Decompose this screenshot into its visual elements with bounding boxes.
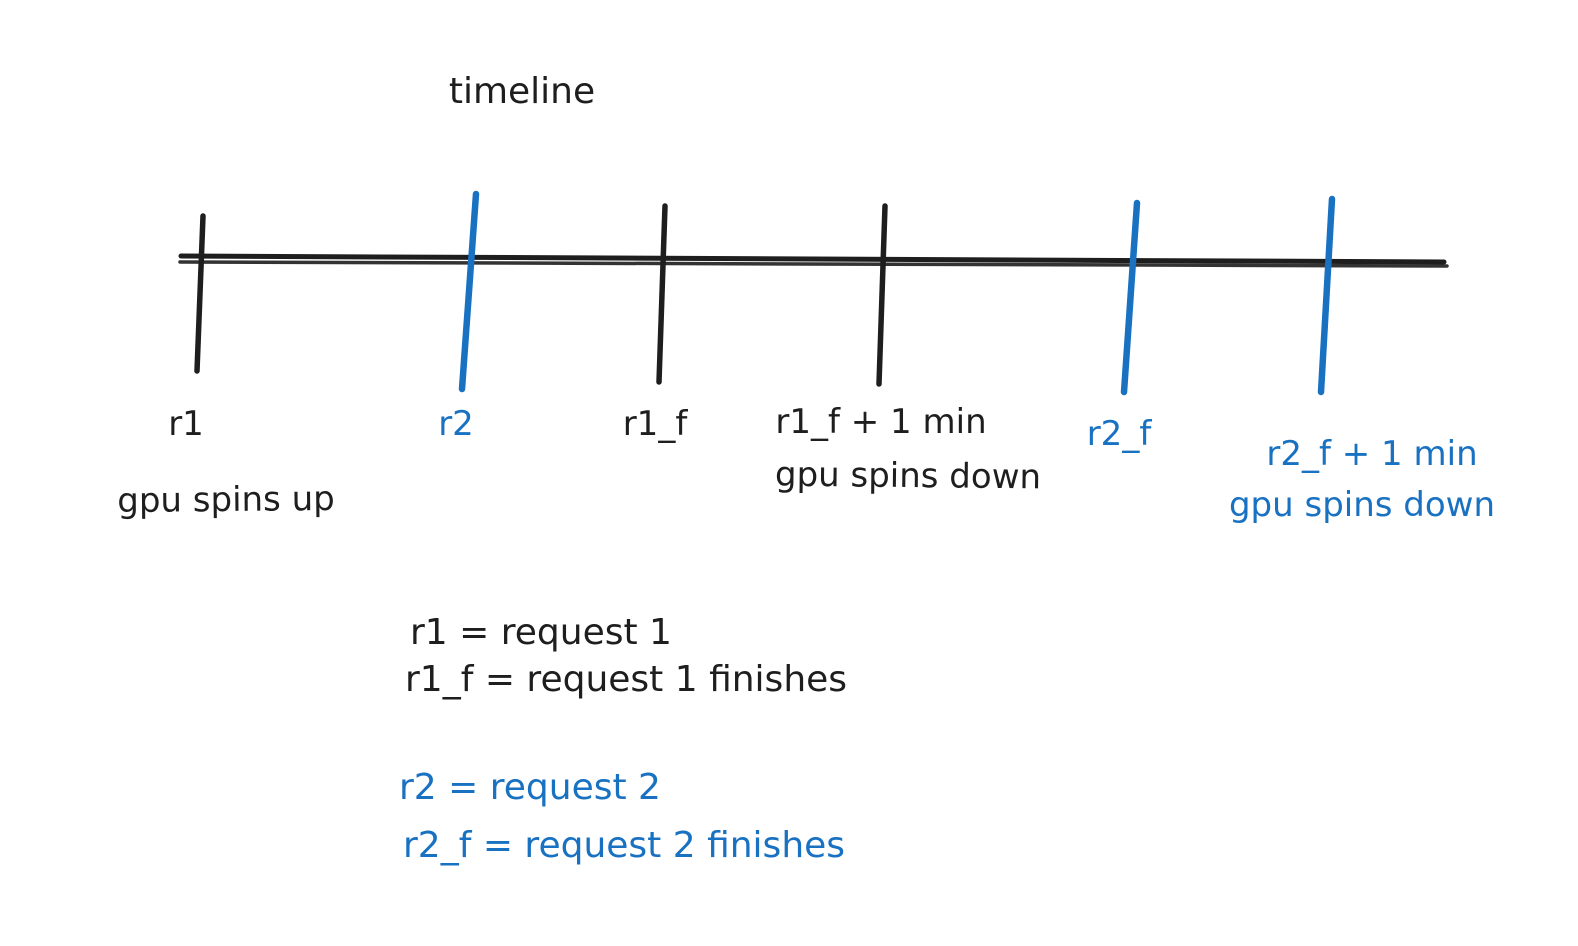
legend-r1-f-definition: r1_f = request 1 finishes — [405, 659, 848, 700]
diagram-title: timeline — [448, 71, 596, 112]
tick-label-r1: r1 — [168, 404, 204, 444]
tick-r1 — [194, 213, 206, 374]
annotation-gpu-spins-down-blue: gpu spins down — [1228, 485, 1496, 525]
tick-r1-f — [656, 203, 668, 385]
tick-r1-f-plus-1min — [876, 203, 888, 387]
tick-r2-f — [1120, 199, 1141, 396]
tick-label-r2: r2 — [438, 404, 474, 444]
annotation-gpu-spins-up: gpu spins up — [117, 478, 335, 522]
tick-label-r1-f-plus-1min: r1_f + 1 min — [775, 402, 987, 442]
tick-label-r2-f-plus-1min: r2_f + 1 min — [1266, 434, 1478, 474]
tick-label-r1-f: r1_f — [622, 404, 688, 444]
tick-label-r2-f: r2_f — [1086, 414, 1152, 454]
annotation-gpu-spins-down-black: gpu spins down — [774, 454, 1042, 498]
legend-r1-definition: r1 = request 1 — [410, 612, 672, 653]
legend-r2-definition: r2 = request 2 — [399, 767, 661, 808]
timeline-axis-line — [178, 253, 1447, 265]
timeline-axis-line-overdraw — [178, 260, 1449, 268]
legend-r2-f-definition: r2_f = request 2 finishes — [403, 825, 846, 866]
tick-r2-f-plus-1min — [1317, 195, 1336, 396]
tick-r2 — [458, 190, 480, 393]
